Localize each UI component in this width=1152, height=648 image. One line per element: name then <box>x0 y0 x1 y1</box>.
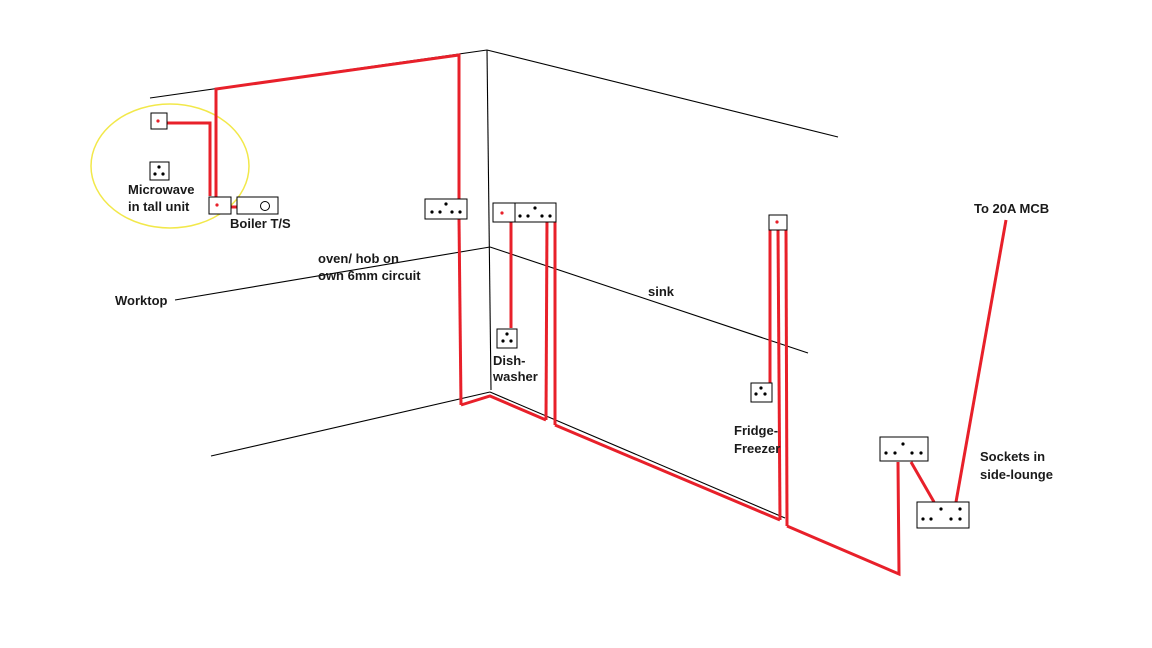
cable-ceiling-run <box>214 53 461 204</box>
oven-hob-label-line1: oven/ hob on <box>318 251 399 266</box>
fridge-fused-spur <box>768 214 788 231</box>
boiler-thermostat <box>236 196 279 215</box>
cable-lounge-link <box>909 461 936 503</box>
sink-spur-and-socket <box>492 202 557 223</box>
boiler-fused-spur <box>208 196 232 215</box>
dishwasher-label-line1: Dish- <box>493 353 526 368</box>
double-socket-corner <box>424 198 468 220</box>
floor-line-left <box>210 391 491 457</box>
fridge-label-line2: Freezer <box>734 441 780 456</box>
side-lounge-socket-lower <box>916 501 970 529</box>
fridge-freezer-socket <box>750 382 773 403</box>
cable-oven-drop <box>457 217 463 406</box>
microwave-label-line1: Microwave <box>128 182 194 197</box>
oven-hob-label-line2: own 6mm circuit <box>318 268 421 283</box>
worktop-label: Worktop <box>115 293 168 308</box>
side-lounge-socket-upper <box>879 436 929 462</box>
worktop-line-left <box>174 246 491 301</box>
microwave-highlight-circle <box>90 103 250 229</box>
worktop-line-right <box>489 246 809 354</box>
dishwasher-socket <box>496 328 518 349</box>
microwave-label-line2: in tall unit <box>128 199 190 214</box>
cable-spur-microwave <box>166 121 212 196</box>
cable-runs <box>166 53 1008 577</box>
sink-label: sink <box>648 284 675 299</box>
side-lounge-label-line2: side-lounge <box>980 467 1053 482</box>
cable-fridge-drop-2 <box>784 228 789 527</box>
cable-long-floor-run <box>554 423 781 522</box>
cable-to-side-lounge <box>786 461 901 577</box>
wall-corner-line <box>486 49 492 391</box>
dishwasher-label-line2: washer <box>492 369 538 384</box>
room-walls <box>149 49 839 519</box>
microwave-socket <box>149 161 170 181</box>
cable-sink-socket-drop <box>544 217 549 421</box>
fridge-label-line1: Fridge- <box>734 423 778 438</box>
cable-corner-run <box>460 394 547 422</box>
floor-line-right <box>489 391 786 519</box>
boiler-label: Boiler T/S <box>230 216 291 231</box>
cable-to-mcb <box>954 219 1008 503</box>
cable-fridge-drop-1 <box>776 228 782 521</box>
microwave-fused-spur <box>150 112 168 130</box>
mcb-label: To 20A MCB <box>974 201 1049 216</box>
ceiling-line-right <box>486 49 839 138</box>
side-lounge-label-line1: Sockets in <box>980 449 1045 464</box>
